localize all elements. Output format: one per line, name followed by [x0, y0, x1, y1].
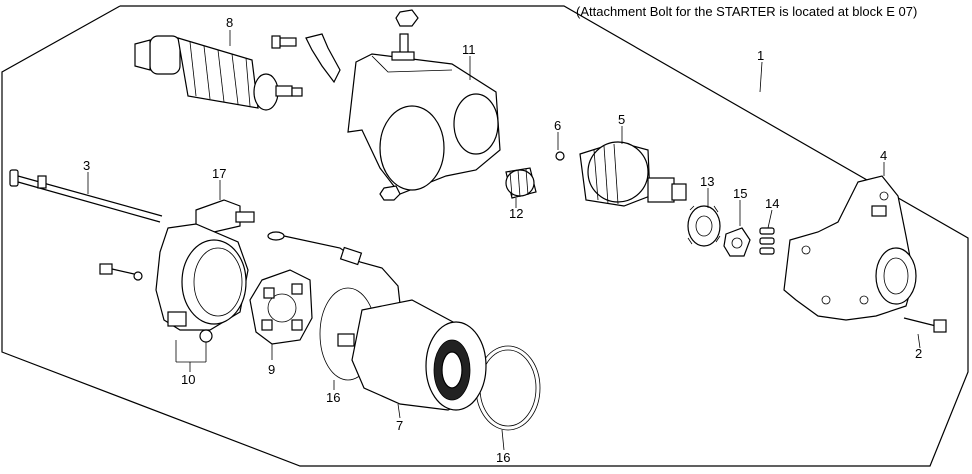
collar-part-15	[723, 227, 751, 257]
drive-housing-part-4	[783, 175, 917, 321]
callout-15: 15	[733, 186, 747, 201]
pinion-gear-part-13	[687, 205, 721, 247]
callout-16-front: 16	[496, 450, 510, 465]
field-coil-lead	[267, 231, 401, 305]
brush-lever	[305, 33, 341, 84]
yoke-part-7	[337, 299, 487, 411]
callout-9: 9	[268, 362, 275, 377]
armature-part-8	[134, 35, 303, 111]
callout-14: 14	[765, 196, 779, 211]
callout-1: 1	[757, 48, 764, 63]
small-bolt-top	[271, 35, 297, 49]
callout-6: 6	[554, 118, 561, 133]
callout-11: 11	[462, 42, 476, 57]
brush-holder-part-9	[249, 269, 313, 345]
callout-13: 13	[700, 174, 714, 189]
rear-cover-part-10	[155, 223, 249, 343]
bottom-nut	[379, 185, 401, 201]
callout-12: 12	[509, 206, 523, 221]
cover-screw	[99, 263, 143, 281]
idler-gear-part-12	[505, 167, 537, 199]
through-bolt-part-3	[9, 169, 163, 223]
bolt-part-2	[903, 317, 947, 333]
callouts: 1 8 11 3 17 6 5 4 13 15 14 12 2 10 9 16 …	[83, 15, 922, 465]
ball-part-6	[555, 151, 565, 161]
callout-2: 2	[915, 346, 922, 361]
top-nut	[395, 9, 419, 27]
callout-8: 8	[226, 15, 233, 30]
overrunning-clutch-part-5	[579, 141, 687, 207]
callout-16-rear: 16	[326, 390, 340, 405]
attachment-bolt-note: (Attachment Bolt for the STARTER is loca…	[576, 4, 918, 19]
leader-lines	[87, 30, 921, 451]
retainer-part-14	[759, 227, 775, 255]
callout-10: 10	[181, 372, 195, 387]
solenoid-housing-part-11	[347, 33, 501, 195]
callout-17: 17	[212, 166, 226, 181]
callout-3: 3	[83, 158, 90, 173]
callout-4: 4	[880, 148, 887, 163]
callout-5: 5	[618, 112, 625, 127]
callout-7: 7	[396, 418, 403, 433]
assembly-outline	[1, 5, 969, 467]
